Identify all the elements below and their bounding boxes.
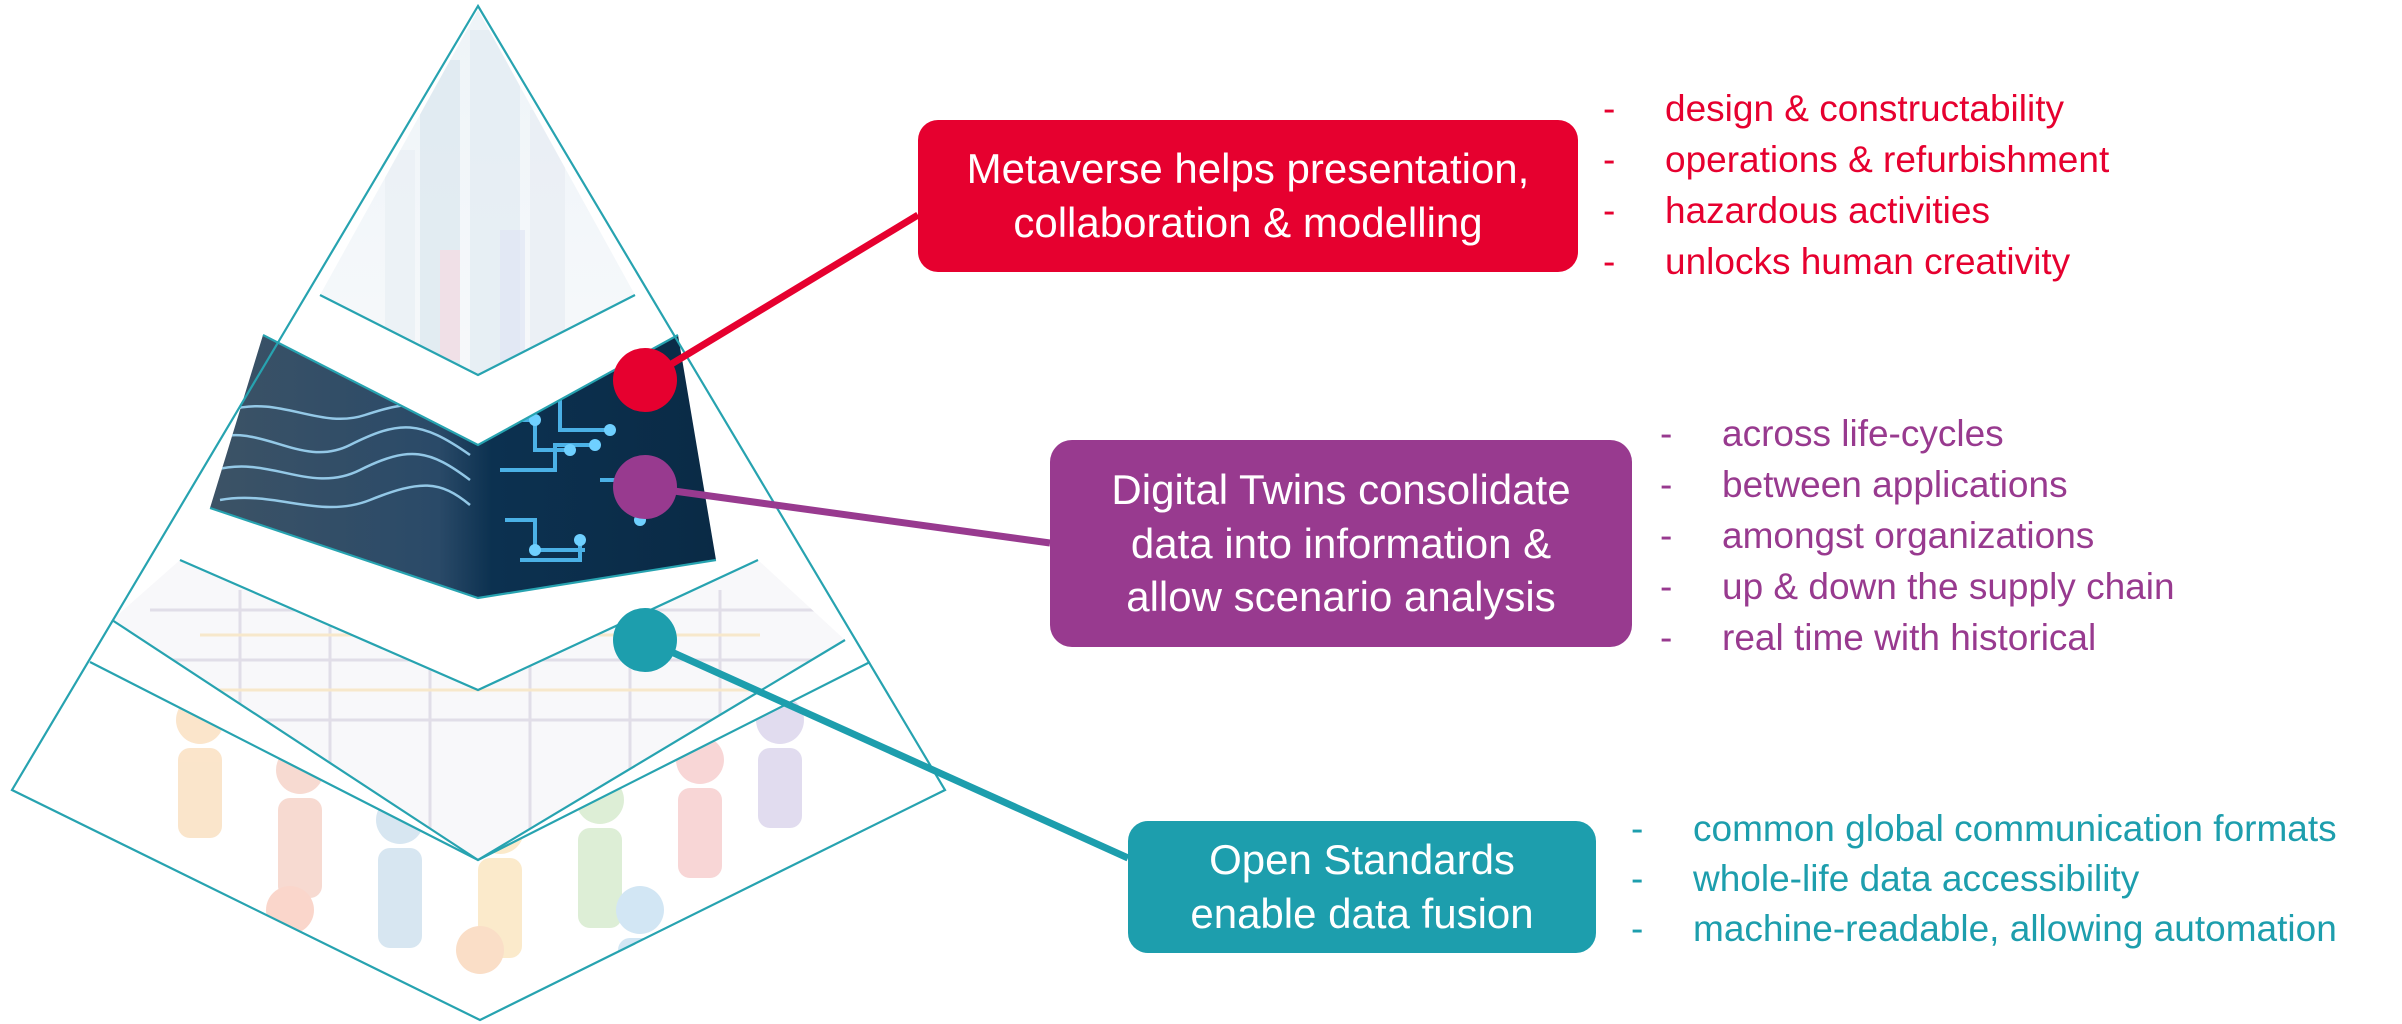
brain-layer-bottom-edge bbox=[209, 506, 717, 600]
open-standards-dot bbox=[613, 608, 677, 672]
digital-twins-dot bbox=[613, 455, 677, 519]
city-skyline-image bbox=[320, 10, 635, 375]
list-item: -whole-life data accessibility bbox=[1631, 858, 2140, 899]
open-standards-points-list: -common global communication formats -wh… bbox=[1631, 808, 2337, 958]
digital-twins-connector bbox=[644, 483, 1051, 547]
list-item: -design & constructability bbox=[1603, 88, 2064, 129]
digital-twins-label-box: Digital Twins consolidate data into info… bbox=[1050, 440, 1632, 647]
list-item: -hazardous activities bbox=[1603, 190, 1990, 231]
metaverse-label-box: Metaverse helps presentation, collaborat… bbox=[918, 120, 1578, 272]
open-standards-label: Open Standards enable data fusion bbox=[1190, 836, 1534, 937]
list-item: -machine-readable, allowing automation bbox=[1631, 908, 2337, 949]
digital-twins-points-list: -across life-cycles -between application… bbox=[1660, 413, 2175, 668]
list-item: -real time with historical bbox=[1660, 617, 2097, 658]
pyramid-outline bbox=[10, 3, 947, 1022]
brain-layer-top-edge bbox=[262, 334, 679, 447]
metaverse-label: Metaverse helps presentation, collaborat… bbox=[966, 145, 1530, 246]
top-layer-edge bbox=[319, 294, 636, 377]
open-standards-connector bbox=[643, 636, 1130, 862]
list-item: -operations & refurbishment bbox=[1603, 139, 2110, 180]
list-item: -across life-cycles bbox=[1660, 413, 2004, 454]
metaverse-dot bbox=[613, 348, 677, 412]
list-item: -between applications bbox=[1660, 464, 2068, 505]
metaverse-points-list: -design & constructability -operations &… bbox=[1603, 88, 2109, 292]
digital-twins-label: Digital Twins consolidate data into info… bbox=[1111, 465, 1571, 621]
list-item: -unlocks human creativity bbox=[1603, 241, 2071, 282]
list-item: -common global communication formats bbox=[1631, 808, 2337, 849]
list-item: -amongst organizations bbox=[1660, 515, 2095, 556]
frame-layer-top-edge bbox=[179, 558, 759, 692]
open-standards-label-box: Open Standards enable data fusion bbox=[1128, 821, 1596, 953]
list-item: -up & down the supply chain bbox=[1660, 566, 2175, 607]
metaverse-connector bbox=[643, 212, 920, 383]
base-layer-top-edge bbox=[89, 661, 871, 862]
pyramid-base-outline bbox=[10, 3, 947, 1022]
